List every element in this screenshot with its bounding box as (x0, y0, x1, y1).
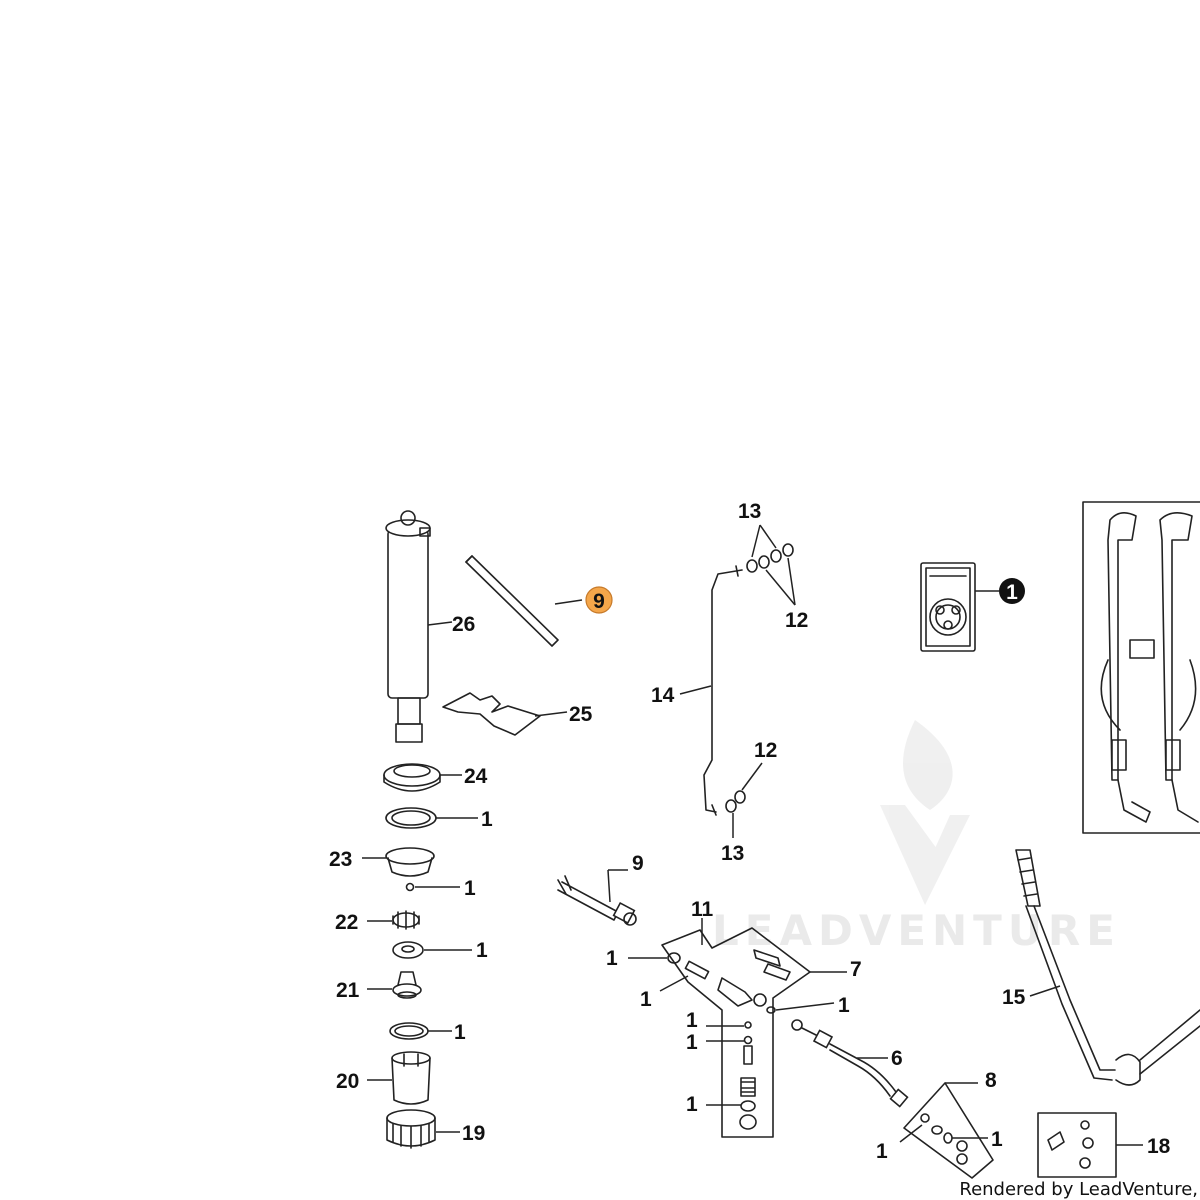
part-26-pump-cylinder[interactable] (385, 510, 431, 743)
callout-1-f[interactable]: 1 (606, 947, 618, 970)
callout-12-top[interactable]: 12 (785, 609, 808, 632)
part-21-valve[interactable] (392, 971, 422, 999)
callout-8[interactable]: 8 (985, 1069, 997, 1092)
part-20-sleeve[interactable] (391, 1051, 431, 1105)
callout-1-card-badge[interactable] (999, 578, 1025, 604)
part-24-nut[interactable] (383, 763, 441, 792)
harness-straps-panel[interactable] (1082, 501, 1200, 834)
callout-13-bottom[interactable]: 13 (721, 842, 744, 865)
callout-1-a[interactable]: 1 (481, 808, 493, 831)
callout-13-top[interactable]: 13 (738, 500, 761, 523)
callout-15[interactable]: 15 (1002, 986, 1026, 1009)
part-9-hose-fitting[interactable] (557, 875, 637, 926)
callout-25[interactable]: 25 (569, 703, 593, 726)
callout-1-m[interactable]: 1 (991, 1128, 1003, 1151)
part-18-nozzle-set[interactable] (1037, 1112, 1117, 1178)
part-8-nozzle-kit[interactable] (903, 1082, 994, 1179)
part-1-washer[interactable] (392, 941, 424, 959)
part-23-cup[interactable] (385, 847, 435, 877)
callout-24[interactable]: 24 (464, 765, 488, 788)
callout-12-bottom[interactable]: 12 (754, 739, 777, 762)
part-7-kit-panel (661, 927, 811, 1138)
part-7-kit-components[interactable] (667, 949, 791, 1130)
callout-1-k[interactable]: 1 (686, 1093, 698, 1116)
part-1-ball[interactable] (405, 882, 415, 892)
callout-6[interactable]: 6 (891, 1047, 903, 1070)
callout-21[interactable]: 21 (336, 979, 360, 1002)
callout-9-selected[interactable]: 9 (593, 590, 605, 613)
part-14-tube[interactable] (703, 565, 743, 816)
part-25-bracket[interactable] (442, 692, 541, 736)
callout-1-b[interactable]: 1 (464, 877, 476, 900)
callout-18[interactable]: 18 (1147, 1135, 1171, 1158)
callout-23[interactable]: 23 (329, 848, 352, 871)
rendered-by-footer: Rendered by LeadVenture, (957, 1179, 1200, 1200)
part-12-13-rings-bottom[interactable] (725, 790, 746, 813)
callout-1-h[interactable]: 1 (838, 994, 850, 1017)
callout-14[interactable]: 14 (651, 684, 675, 707)
watermark-text: LEADVENTURE (712, 906, 1121, 955)
callout-9-highlight[interactable] (585, 586, 613, 614)
callout-7[interactable]: 7 (850, 958, 862, 981)
part-9-rod[interactable] (465, 555, 559, 647)
callout-11[interactable]: 11 (691, 898, 714, 921)
callout-1-card[interactable]: 1 (1006, 581, 1018, 604)
callout-1-j[interactable]: 1 (686, 1031, 698, 1054)
callout-20[interactable]: 20 (336, 1070, 359, 1093)
callout-1-d[interactable]: 1 (454, 1021, 466, 1044)
callout-1-i[interactable]: 1 (686, 1009, 698, 1032)
callout-9-hose[interactable]: 9 (632, 852, 644, 875)
callout-1-c[interactable]: 1 (476, 939, 488, 962)
callout-1-g[interactable]: 1 (640, 988, 652, 1011)
callout-1-l[interactable]: 1 (876, 1140, 888, 1163)
part-12-13-rings-top[interactable] (746, 543, 794, 573)
part-1-instruction-card[interactable] (920, 562, 976, 652)
callout-19[interactable]: 19 (462, 1122, 485, 1145)
watermark-logo (880, 720, 970, 905)
part-19-cap-nut[interactable] (386, 1109, 436, 1149)
part-15-pump-handle[interactable] (1015, 849, 1200, 1086)
callout-22[interactable]: 22 (335, 911, 358, 934)
callout-26[interactable]: 26 (452, 613, 475, 636)
part-6-spray-wand[interactable] (791, 1019, 909, 1108)
part-22-spring-retainer[interactable] (392, 910, 420, 930)
